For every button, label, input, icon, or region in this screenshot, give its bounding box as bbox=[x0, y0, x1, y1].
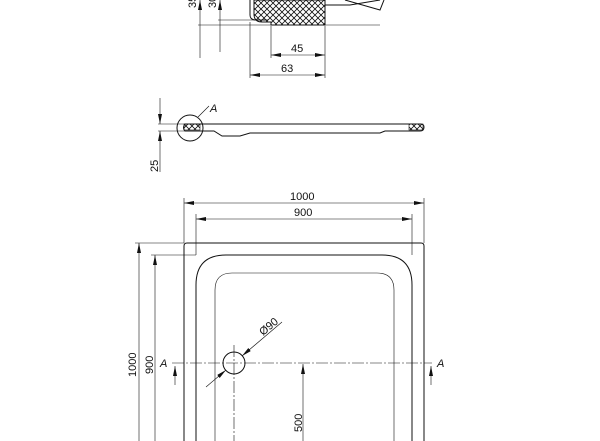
dim-45-label: 45 bbox=[291, 43, 303, 55]
drain-diameter-label: Ø90 bbox=[257, 316, 281, 339]
dim-30-label: 30 bbox=[207, 0, 219, 8]
plan-view: 1000 900 1000 900 A A Ø90 500 bbox=[127, 191, 444, 441]
width-1000-label: 1000 bbox=[290, 191, 314, 203]
dim-35-label: 35 bbox=[187, 0, 199, 8]
height-900-label: 900 bbox=[144, 356, 156, 374]
section-a-left: A bbox=[159, 358, 167, 370]
detail-a-circle bbox=[176, 114, 204, 142]
drain-circle bbox=[222, 351, 246, 375]
section-a-right: A bbox=[436, 358, 444, 370]
height-1000-label: 1000 bbox=[127, 353, 139, 377]
side-profile: A 25 bbox=[149, 98, 425, 172]
width-900-label: 900 bbox=[294, 207, 312, 219]
dim-25-label: 25 bbox=[149, 160, 161, 172]
drain-offset-label: 500 bbox=[293, 414, 305, 432]
dim-63-label: 63 bbox=[281, 63, 293, 75]
edge-detail-section: 35 30 45 63 bbox=[187, 0, 385, 78]
detail-a-label: A bbox=[209, 103, 217, 115]
